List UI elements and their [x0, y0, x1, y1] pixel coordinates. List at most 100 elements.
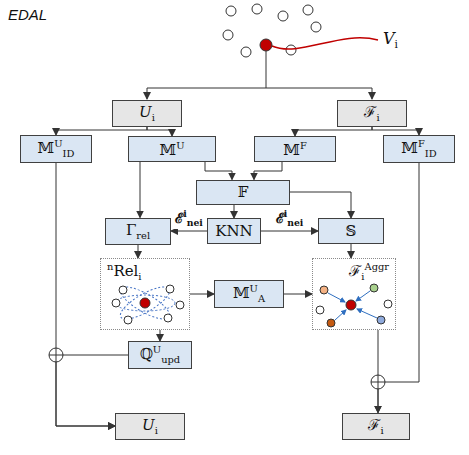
- connector: [234, 205, 235, 219]
- node-text: 𝕊: [346, 222, 357, 240]
- node-text: Γrel: [126, 221, 150, 242]
- illustration-panel: ℱiAggr: [312, 258, 396, 330]
- text-part: A: [258, 293, 265, 304]
- text-part: Γ: [126, 221, 136, 239]
- target-vertex: [140, 298, 150, 308]
- graph-vertex: [166, 285, 174, 293]
- sum-circle: [49, 348, 63, 362]
- sum-plus: [371, 375, 385, 389]
- text-part: U: [250, 283, 258, 294]
- process-box: ℚUupd: [128, 341, 192, 369]
- graph-vertex: [124, 316, 132, 324]
- graph-vertex: [384, 300, 392, 308]
- input-arrow: [147, 88, 148, 99]
- text-part: i: [380, 425, 383, 436]
- text-part: i: [155, 425, 158, 436]
- aggregation-arrow: [328, 293, 345, 302]
- text-part: V: [383, 29, 395, 48]
- text-part: nei: [187, 218, 203, 229]
- connector: [190, 294, 214, 295]
- graph-vertex: [278, 11, 288, 21]
- text-part: U: [54, 138, 62, 149]
- process-box: 𝕄U: [128, 136, 216, 162]
- relation-ellipse: [115, 295, 175, 311]
- aggregation-arrow: [357, 309, 377, 318]
- aggregation-arrow: [356, 291, 370, 301]
- process-box: Γrel: [105, 218, 171, 245]
- node-text: ℱi: [364, 103, 379, 124]
- text-part: upd: [161, 354, 180, 365]
- text-part: n: [107, 261, 113, 272]
- graph-vertex: [223, 30, 233, 40]
- process-box: 𝔽: [196, 180, 290, 205]
- graph-vertex: [316, 306, 324, 314]
- node-text: nReli: [107, 261, 142, 283]
- relation-ellipse: [116, 281, 173, 325]
- connector: [372, 127, 419, 136]
- target-vertex: [346, 300, 356, 310]
- node-text: 𝕄UID: [38, 138, 75, 160]
- input-arrow: [372, 88, 373, 99]
- title: EDAL: [8, 6, 47, 23]
- graph-vertex: [320, 286, 328, 294]
- process-box: ℱi: [342, 413, 410, 440]
- node-text: 𝕄UA: [233, 283, 265, 305]
- connector: [138, 245, 139, 259]
- connector: [160, 330, 161, 341]
- process-box: Ui: [112, 100, 182, 127]
- text-part: U: [142, 416, 155, 434]
- graph-vertex: [164, 314, 172, 322]
- target-vertex: [260, 39, 272, 51]
- text-part: i: [284, 208, 288, 219]
- node-text: 𝔽: [238, 183, 249, 201]
- text-part: rel: [136, 230, 150, 241]
- graph-vertex: [303, 5, 313, 15]
- connector: [295, 127, 372, 137]
- graph-vertex: [112, 299, 120, 307]
- graph-vertex: [377, 316, 385, 324]
- process-box: ℱi: [337, 100, 407, 127]
- node-text: KNN: [215, 222, 252, 240]
- split-line: [147, 51, 372, 88]
- process-box: Ui: [115, 413, 185, 440]
- vertex-label: Vi: [383, 29, 398, 50]
- edge-label: ℰinei: [174, 209, 204, 229]
- process-box: 𝕄UID: [20, 135, 92, 163]
- text-part: i: [361, 271, 364, 282]
- text-part: 𝕄: [401, 139, 418, 157]
- text-part: Aggr: [365, 261, 390, 272]
- text-part: i: [152, 112, 155, 123]
- node-text: 𝕄FID: [401, 138, 436, 160]
- edge-label: ℰinei: [275, 209, 305, 229]
- connector: [171, 231, 207, 232]
- connector: [56, 127, 147, 136]
- text-part: ℱ: [368, 416, 380, 434]
- text-part: Rel: [113, 262, 138, 280]
- process-box: KNN: [207, 218, 261, 244]
- graph-vertex: [119, 286, 127, 294]
- text-part: i: [138, 271, 141, 282]
- text-part: ℱ: [349, 262, 361, 280]
- process-box: 𝕊: [318, 218, 384, 244]
- text-part: U: [139, 103, 152, 121]
- text-part: U: [153, 344, 161, 355]
- node-text: 𝕄U: [160, 140, 185, 159]
- graph-vertex: [226, 6, 236, 16]
- node-text: ℱiAggr: [349, 261, 389, 283]
- connector: [378, 163, 419, 413]
- connector: [147, 127, 172, 137]
- text-part: ℱ: [364, 103, 376, 121]
- text-part: ℚ: [140, 345, 153, 363]
- leader-line: [272, 38, 378, 49]
- text-part: ℰ: [175, 210, 183, 226]
- text-part: 𝕄: [283, 141, 300, 159]
- node-text: ℱi: [368, 416, 383, 437]
- node-text: Ui: [139, 103, 155, 124]
- illustration-panel: nReli: [100, 258, 190, 330]
- text-part: 𝕄: [233, 284, 250, 302]
- text-part: 𝕄: [38, 139, 55, 157]
- text-part: ID: [63, 148, 75, 159]
- connector: [351, 244, 352, 258]
- connector: [140, 162, 141, 218]
